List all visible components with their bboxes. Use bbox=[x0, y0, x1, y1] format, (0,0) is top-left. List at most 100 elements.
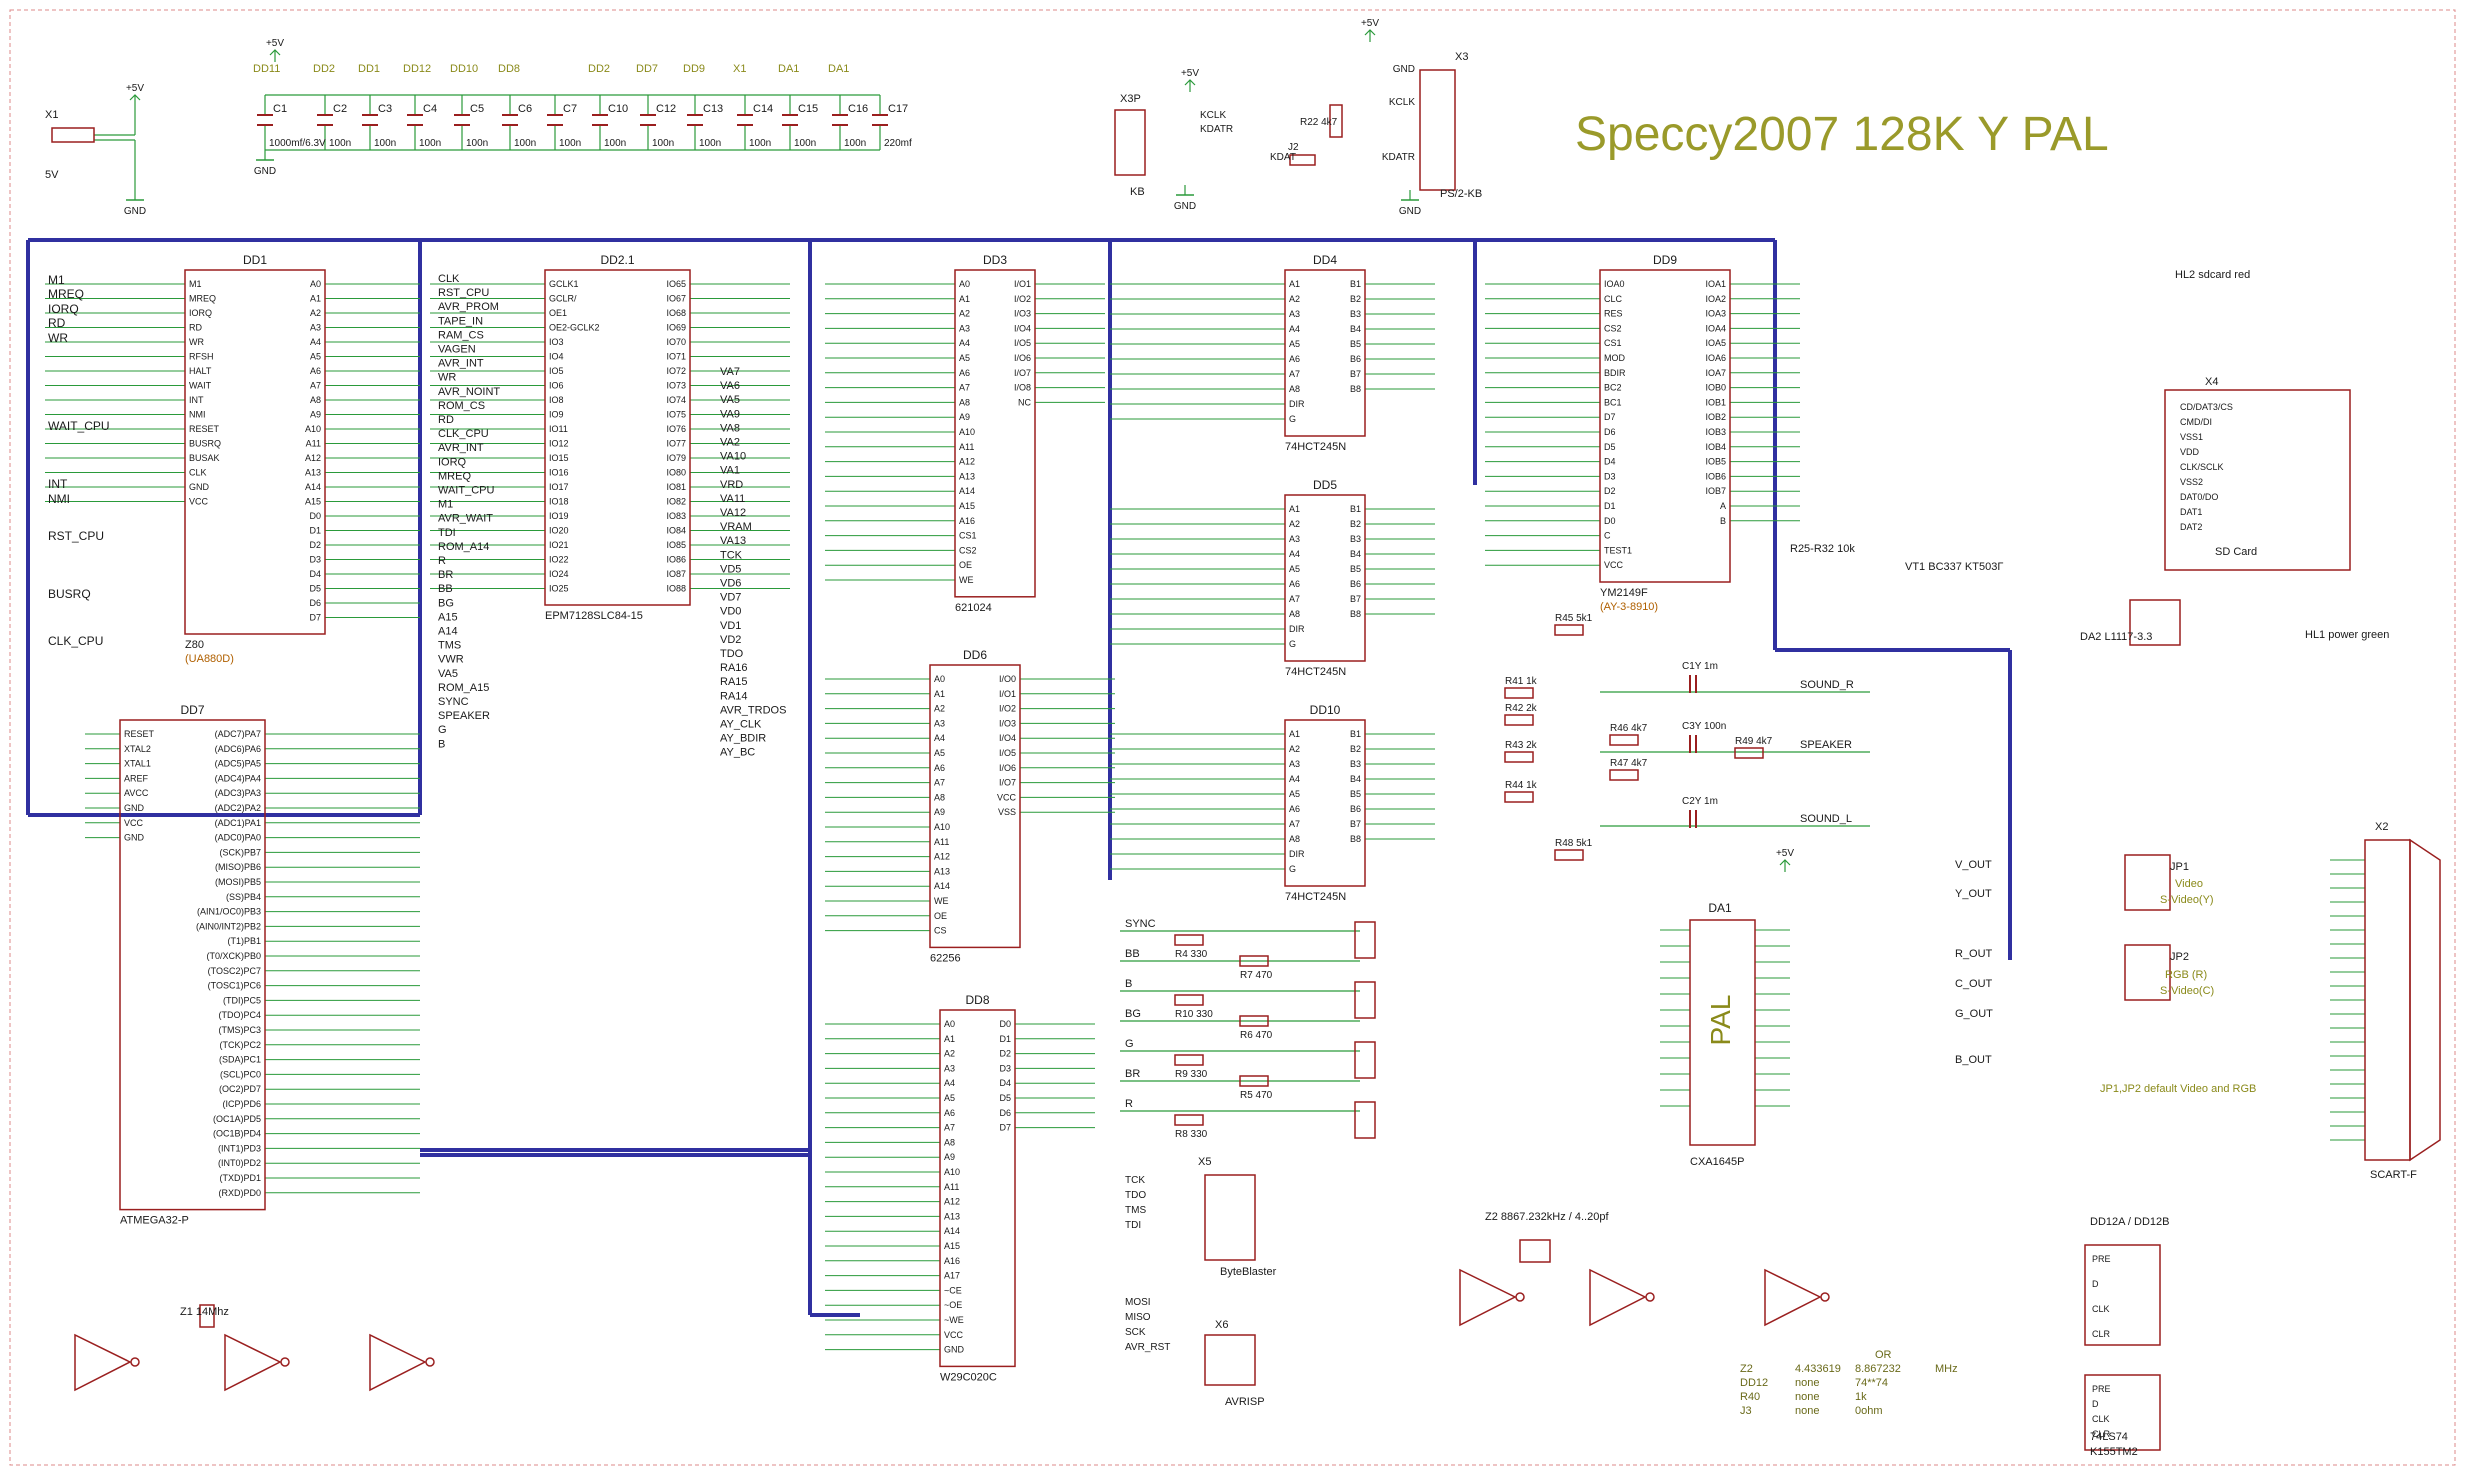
chip-pin-label: A0 bbox=[944, 1019, 955, 1029]
chip-pin-label: A14 bbox=[944, 1226, 960, 1236]
power-arrow bbox=[1184, 79, 1196, 86]
chip-pin-label: TEST1 bbox=[1604, 545, 1632, 555]
chip-pin-label: (OC2)PD7 bbox=[219, 1084, 261, 1094]
chip-pin-label: I/O6 bbox=[999, 763, 1016, 773]
chip-pin-label: IO24 bbox=[549, 569, 569, 579]
chip-pin-label: DIR bbox=[1289, 849, 1305, 859]
chip-pin-label: D7 bbox=[309, 613, 321, 623]
chip-pin-label: DIR bbox=[1289, 624, 1305, 634]
resistor bbox=[1174, 934, 1204, 946]
chip-dd7 bbox=[119, 719, 266, 1211]
signal-label: WR bbox=[48, 331, 68, 345]
signal-label: VD6 bbox=[720, 578, 741, 590]
capacitor-value: 100n bbox=[374, 138, 396, 149]
chip-pin-label: ~WE bbox=[944, 1315, 964, 1325]
resistor bbox=[1504, 751, 1534, 763]
chip-pin-label: CS bbox=[934, 926, 947, 936]
chip-pin-label: D3 bbox=[999, 1063, 1011, 1073]
signal-label: AVR_TRDOS bbox=[720, 704, 786, 716]
chip-dd10 bbox=[1284, 719, 1366, 887]
table-cell: DD12 bbox=[1740, 1377, 1768, 1389]
chip-pin-label: I/O1 bbox=[999, 689, 1016, 699]
chip-pin-label: IO71 bbox=[666, 352, 686, 362]
chip-pin-label: A5 bbox=[934, 748, 945, 758]
signal-label: BG bbox=[438, 597, 454, 609]
signal-label: VA8 bbox=[720, 422, 740, 434]
chip-pin-label: IOB7 bbox=[1705, 486, 1726, 496]
transistor-label: VT1 BC337 KT503Г bbox=[1905, 561, 2003, 573]
signal-label: VA11 bbox=[720, 493, 745, 505]
jumper-name: JP1 bbox=[2170, 861, 2189, 873]
chip-pin-label: PRE bbox=[2092, 1254, 2111, 1264]
connector-label: SCART-F bbox=[2370, 1169, 2417, 1181]
signal-label: MREQ bbox=[438, 470, 471, 482]
chip-pin-label: CS1 bbox=[959, 531, 977, 541]
connector-x3 bbox=[1419, 69, 1456, 191]
chip-pin-label: WAIT bbox=[189, 381, 212, 391]
ground-label: GND bbox=[254, 166, 276, 177]
chip-pin-label: (INT0)PD2 bbox=[218, 1158, 261, 1168]
chip-pin-label: OE1 bbox=[549, 308, 567, 318]
chip-pin-label: VCC bbox=[124, 818, 144, 828]
chip-pin-label: A1 bbox=[1289, 279, 1300, 289]
chip-pin-label: IOB5 bbox=[1705, 457, 1726, 467]
chip-pin-label: RESET bbox=[124, 729, 155, 739]
capacitor-name: C3 bbox=[378, 103, 392, 115]
text-layer: +5VGNDC11000mf/6.3VDD11C2100nDD2C3100nDD… bbox=[45, 18, 2417, 1458]
chip-pin-label: A6 bbox=[310, 366, 321, 376]
chip-pin-label: B6 bbox=[1350, 579, 1361, 589]
chip-dd9 bbox=[1599, 269, 1731, 583]
chip-name: DD4 bbox=[1313, 253, 1337, 267]
chip-pin-label: VCC bbox=[997, 792, 1017, 802]
chip-pin-label: A3 bbox=[1289, 759, 1300, 769]
chip-pin-label: A0 bbox=[310, 279, 321, 289]
chip-pin-label: G bbox=[1289, 639, 1296, 649]
chip-part: YM2149F bbox=[1600, 587, 1648, 599]
chip-pin-label: VCC bbox=[189, 497, 209, 507]
connector-name: X6 bbox=[1215, 1319, 1228, 1331]
table-cell: none bbox=[1795, 1391, 1819, 1403]
capacitor-value: 100n bbox=[652, 138, 674, 149]
video-output-label: R_OUT bbox=[1955, 948, 1993, 960]
chip-pin-label: A11 bbox=[306, 439, 321, 449]
signal-label: SYNC bbox=[438, 696, 469, 708]
video-output-label: B_OUT bbox=[1955, 1054, 1992, 1066]
chip-name: DD9 bbox=[1653, 253, 1677, 267]
capacitor-chip-label: DD2 bbox=[313, 63, 335, 75]
table-cell: R40 bbox=[1740, 1391, 1760, 1403]
connector-pin-label: KCLK bbox=[1200, 110, 1226, 121]
chip-pin-label: OE2-GCLK2 bbox=[549, 323, 600, 333]
signal-label: VA5 bbox=[720, 394, 740, 406]
chip-pin-label: A17 bbox=[944, 1271, 960, 1281]
chip-pin-label: (SCL)PC0 bbox=[220, 1069, 261, 1079]
chip-pin-label: A6 bbox=[1289, 804, 1300, 814]
signal-label: AY_BC bbox=[720, 747, 755, 759]
chip-pin-label: D1 bbox=[1604, 501, 1616, 511]
chip-pin-label: AVCC bbox=[124, 788, 149, 798]
video-output-label: C_OUT bbox=[1955, 978, 1993, 990]
chip-pin-label: A11 bbox=[944, 1182, 959, 1192]
capacitor-name: C2 bbox=[333, 103, 347, 115]
chip-pin-label: A3 bbox=[310, 323, 321, 333]
signal-label: TCK bbox=[720, 549, 743, 561]
signal-label: VA6 bbox=[720, 380, 740, 392]
chip-part: 74LS74 bbox=[2090, 1431, 2128, 1443]
chip-pin-label: A4 bbox=[1289, 324, 1300, 334]
chip-pin-label: A7 bbox=[1289, 369, 1300, 379]
chip-pin-label: A10 bbox=[944, 1167, 960, 1177]
capacitor-name: C13 bbox=[703, 103, 723, 115]
signal-label: ROM_A15 bbox=[438, 682, 489, 694]
chip-pin-label: A7 bbox=[959, 383, 970, 393]
resistor-label: R10 330 bbox=[1175, 1009, 1213, 1020]
connector-pin-label: CMD/DI bbox=[2180, 417, 2212, 427]
resistor bbox=[1239, 1015, 1269, 1027]
signal-label: CLK_CPU bbox=[438, 428, 489, 440]
capacitor-value: 100n bbox=[844, 138, 866, 149]
chip-pin-label: WE bbox=[959, 575, 974, 585]
resistor bbox=[1174, 1054, 1204, 1066]
chip-pin-label: A13 bbox=[959, 471, 975, 481]
chip-pin-label: GCLK1 bbox=[549, 279, 579, 289]
chip-pin-label: B5 bbox=[1350, 789, 1361, 799]
chip-pin-label: A13 bbox=[305, 468, 321, 478]
chip-pin-label: (TMS)PC3 bbox=[219, 1025, 262, 1035]
